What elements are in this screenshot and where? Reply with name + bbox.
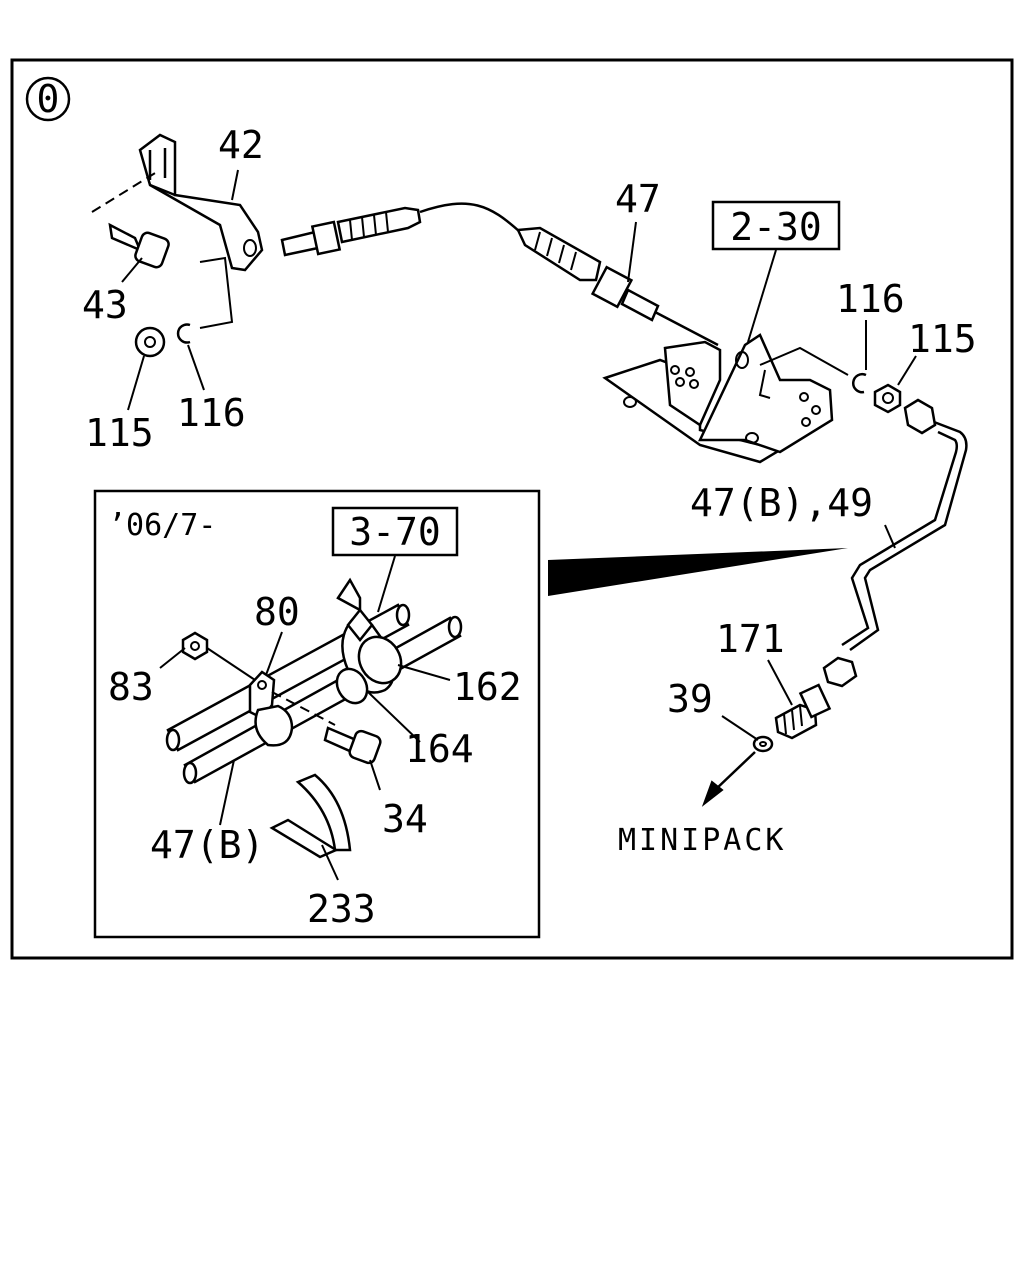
label-162: 162	[453, 665, 522, 709]
bolt-34	[323, 726, 382, 765]
clip-116-right	[852, 372, 867, 394]
ref-3-70-text: 3-70	[349, 510, 441, 554]
section-mark-text: 0	[37, 77, 60, 121]
ref-box-3-70: 3-70	[331, 506, 459, 557]
label-43: 43	[82, 283, 128, 327]
label-39: 39	[667, 677, 713, 721]
outer-frame	[10, 58, 1014, 960]
bracket-42	[138, 133, 264, 272]
ref-box-2-30: 2-30	[711, 200, 841, 251]
tape-233	[269, 773, 352, 859]
label-115-right: 115	[908, 317, 977, 361]
inset-frame	[93, 489, 541, 939]
connector-171	[774, 683, 832, 740]
label-minipack: MINIPACK	[618, 823, 787, 858]
grommet-162	[357, 635, 403, 685]
washer-39	[752, 735, 774, 753]
label-233: 233	[307, 887, 376, 931]
label-116-right: 116	[836, 277, 905, 321]
section-mark: 0	[25, 76, 71, 122]
label-47: 47	[615, 177, 661, 221]
label-47b: 47(B)	[150, 823, 264, 867]
ref-2-30-text: 2-30	[730, 205, 822, 249]
nut-115-left	[134, 326, 166, 358]
label-83: 83	[108, 665, 154, 709]
inset-date: ’06/7-	[108, 508, 216, 543]
cable-47	[280, 202, 719, 347]
label-80: 80	[254, 590, 300, 634]
clamp-80	[248, 670, 294, 747]
bracket-2-30	[602, 333, 849, 464]
bolt-43	[108, 222, 170, 269]
label-115-left: 115	[85, 411, 154, 455]
label-42: 42	[218, 123, 264, 167]
label-116-left: 116	[177, 391, 246, 435]
label-171: 171	[716, 617, 785, 661]
label-34: 34	[382, 797, 428, 841]
label-47b-49: 47(B),49	[690, 481, 873, 525]
grommet-164	[335, 667, 369, 705]
leader-lines	[121, 169, 917, 881]
nut-115-right	[873, 383, 902, 414]
nut-83	[181, 631, 209, 661]
callout-wedge	[548, 548, 848, 596]
pipe-47b-49	[822, 398, 968, 688]
clip-116-left	[176, 323, 191, 344]
label-164: 164	[405, 727, 474, 771]
